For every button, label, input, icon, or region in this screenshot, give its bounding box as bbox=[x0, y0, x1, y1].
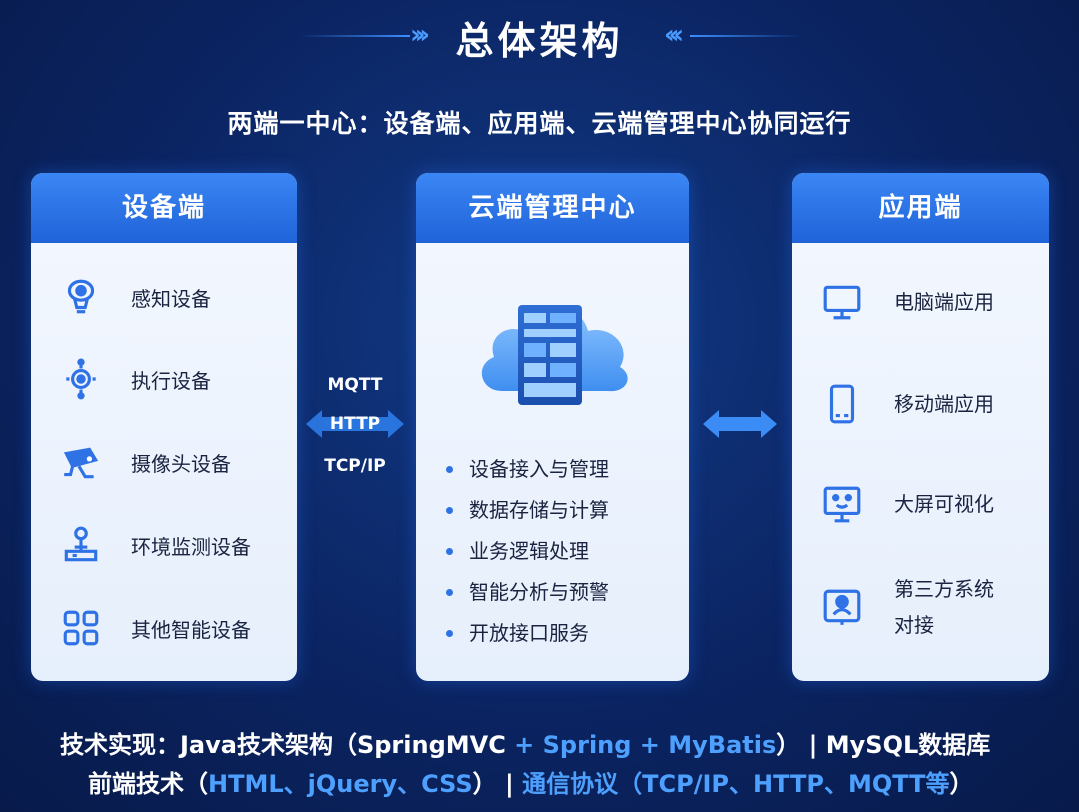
device-item-label: 环境监测设备 bbox=[131, 534, 251, 559]
cloud-feature-list: 设备接入与管理 数据存储与计算 业务逻辑处理 智能分析与预警 开放接口服务 bbox=[446, 449, 609, 654]
protocol-label-mqtt: MQTT bbox=[327, 375, 383, 395]
bidirectional-arrow-icon bbox=[703, 410, 777, 438]
camera-icon bbox=[59, 440, 103, 484]
device-item-label: 摄像头设备 bbox=[131, 451, 231, 476]
device-item-actuator: 执行设备 bbox=[59, 357, 211, 401]
protocol-label-tcpip: TCP/IP bbox=[324, 456, 386, 476]
tech-stack-line-1: 技术实现：Java技术架构（SpringMVC + Spring + MyBat… bbox=[60, 731, 991, 759]
bullet-dot bbox=[446, 466, 453, 473]
device-item-camera: 摄像头设备 bbox=[59, 440, 231, 484]
application-item-third-party: 第三方系统 对接 bbox=[820, 571, 994, 643]
list-item: 业务逻辑处理 bbox=[446, 531, 609, 572]
application-item-label: 移动端应用 bbox=[894, 392, 994, 416]
device-item-environment: 环境监测设备 bbox=[59, 523, 251, 567]
list-item: 设备接入与管理 bbox=[446, 449, 609, 490]
protocol-label-http-overlay: HTTP bbox=[329, 414, 381, 434]
tech-stack-line-2: 前端技术（HTML、jQuery、CSS） | 通信协议（TCP/IP、HTTP… bbox=[88, 770, 974, 798]
page-title: 总体架构 bbox=[455, 19, 624, 63]
grid-icon bbox=[59, 606, 103, 650]
actuator-icon bbox=[59, 357, 103, 401]
page-subtitle: 两端一中心：设备端、应用端、云端管理中心协同运行 bbox=[227, 109, 852, 138]
device-item-label: 执行设备 bbox=[131, 368, 211, 393]
cloud-panel: 云端管理中心 设备接入与管理 数据存储与计算 业务逻辑处理 智能分析与预警 开放… bbox=[416, 173, 689, 681]
device-item-sensor: 感知设备 bbox=[59, 275, 211, 319]
list-item: 开放接口服务 bbox=[446, 613, 609, 654]
device-panel-title: 设备端 bbox=[31, 173, 297, 243]
device-panel: 设备端 感知设备 执行设备 bbox=[31, 173, 297, 681]
title-decoration-left bbox=[300, 35, 410, 37]
application-item-big-screen: 大屏可视化 bbox=[820, 482, 994, 526]
device-item-label: 感知设备 bbox=[131, 286, 211, 311]
big-screen-icon bbox=[820, 482, 864, 526]
mobile-icon bbox=[820, 382, 864, 426]
list-item: 数据存储与计算 bbox=[446, 490, 609, 531]
sensor-icon bbox=[59, 275, 103, 319]
bullet-dot bbox=[446, 630, 453, 637]
list-item: 智能分析与预警 bbox=[446, 572, 609, 613]
application-panel-title: 应用端 bbox=[792, 173, 1049, 243]
chevron-left-icon: ‹‹‹ bbox=[664, 20, 684, 50]
cloud-panel-title: 云端管理中心 bbox=[416, 173, 689, 243]
application-item-label: 第三方系统 对接 bbox=[894, 577, 994, 637]
application-item-label: 大屏可视化 bbox=[894, 492, 994, 516]
cloud-server-icon bbox=[481, 305, 628, 405]
bullet-dot bbox=[446, 507, 453, 514]
application-item-desktop: 电脑端应用 bbox=[820, 280, 994, 324]
title-decoration-right bbox=[690, 35, 800, 37]
bullet-dot bbox=[446, 548, 453, 555]
desktop-icon bbox=[820, 280, 864, 324]
application-item-label: 电脑端应用 bbox=[894, 290, 994, 314]
bidirectional-arrow-icon bbox=[306, 410, 404, 438]
device-item-other: 其他智能设备 bbox=[59, 606, 251, 650]
application-panel: 应用端 电脑端应用 移动端应用 大 bbox=[792, 173, 1049, 681]
environment-monitor-icon bbox=[59, 523, 103, 567]
application-item-mobile: 移动端应用 bbox=[820, 382, 994, 426]
device-item-label: 其他智能设备 bbox=[131, 617, 251, 642]
bullet-dot bbox=[446, 589, 453, 596]
third-party-icon bbox=[820, 585, 864, 629]
